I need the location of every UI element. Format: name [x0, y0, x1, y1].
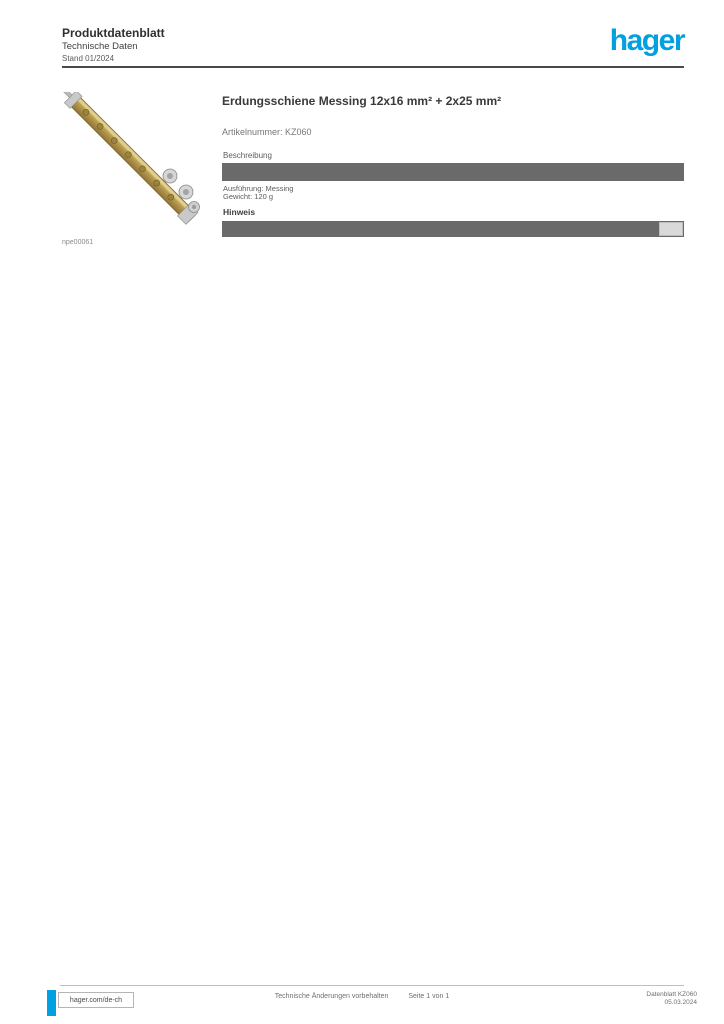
hager-logo: hager: [609, 24, 686, 57]
footer-divider: [60, 985, 684, 986]
footer-date: 05.03.2024: [664, 999, 697, 1006]
section-label: Beschreibung: [223, 151, 272, 160]
footer-right-text: Datenblatt KZ060 05.03.2024: [607, 991, 697, 1007]
header-divider: [62, 66, 684, 68]
product-photo: [58, 87, 208, 237]
product-title: Erdungsschiene Messing 12x16 mm² + 2x25 …: [222, 94, 502, 108]
header-text-block: Produktdatenblatt Technische Daten Stand…: [62, 26, 165, 64]
detail-line-1: Ausführung: Messing: [223, 184, 294, 193]
footer-center-text: Technische Änderungen vorbehalten Seite …: [0, 993, 724, 1000]
product-reference: Artikelnummer: KZ060: [222, 127, 312, 137]
description-text-bar: [222, 163, 684, 181]
screw-icons: [162, 168, 200, 213]
footer-doc-ref: Datenblatt KZ060: [646, 991, 697, 998]
image-caption: npe00061: [62, 239, 94, 246]
note-text-bar: [222, 221, 684, 237]
website-link[interactable]: hager.com/de-ch: [58, 992, 134, 1008]
note-label: Hinweis: [223, 207, 256, 217]
document-title: Produktdatenblatt: [62, 26, 165, 40]
detail-line-2: Gewicht: 120 g: [223, 192, 274, 201]
footer-accent-bar: [47, 990, 56, 1016]
document-subtitle: Technische Daten: [62, 41, 138, 52]
document-edition: Stand 01/2024: [62, 54, 115, 63]
busbar-illustration: [61, 87, 200, 225]
attachment-icon: [659, 222, 683, 236]
footer-page-number: Seite 1 von 1: [408, 993, 450, 1000]
footer-disclaimer: Technische Änderungen vorbehalten: [274, 993, 389, 1000]
